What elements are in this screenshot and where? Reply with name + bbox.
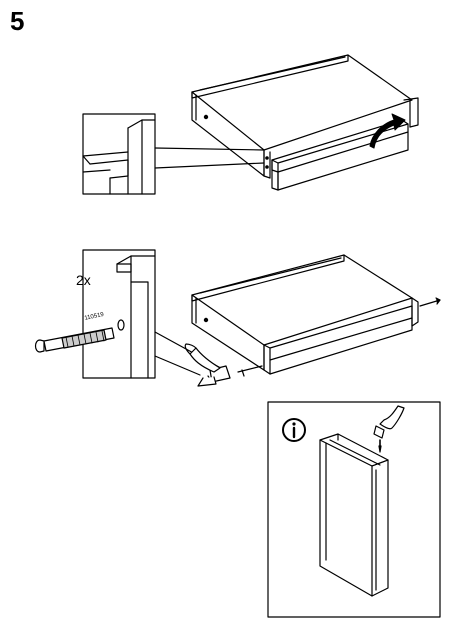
info-icon: [282, 418, 306, 442]
leader-line: [154, 162, 265, 169]
drawer-assembly-top: [191, 54, 419, 191]
hammer-icon: [373, 405, 405, 453]
detail-box-top: [82, 113, 156, 195]
leader-line: [154, 147, 265, 151]
info-panel: [267, 401, 441, 618]
step-number: 5: [10, 6, 25, 36]
detail-box-bottom: [82, 249, 156, 379]
hammer-icon: [184, 343, 263, 387]
side-panel-detail: [319, 433, 389, 597]
dowel-icon: [34, 327, 115, 353]
nail-icon: [419, 297, 441, 307]
curved-arrow-icon: [369, 113, 406, 149]
drawer-assembly-middle: [191, 254, 419, 375]
leader-line: [154, 355, 201, 376]
quantity-label: 2x: [76, 272, 91, 288]
